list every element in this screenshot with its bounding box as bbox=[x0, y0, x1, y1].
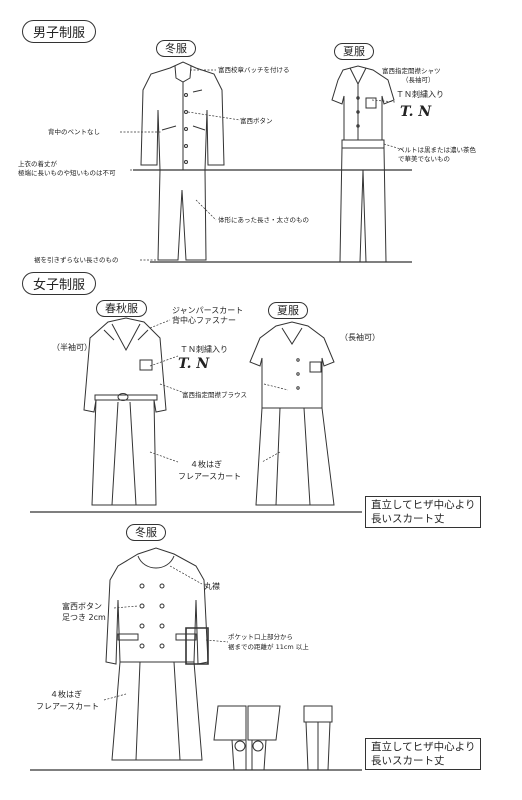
jacket-length-note-1: 上衣の着丈が bbox=[18, 160, 57, 168]
women-monogram: T. N bbox=[178, 356, 210, 372]
men-monogram: T. N bbox=[400, 104, 432, 120]
girls-winter-skirt-drawing bbox=[112, 662, 202, 760]
skirt-length-rule-2-line2: 長いスカート丈 bbox=[371, 755, 445, 767]
women-winter-heading: 冬服 bbox=[126, 524, 166, 541]
men-winter-heading: 冬服 bbox=[156, 40, 196, 57]
boys-summer-pants-drawing bbox=[340, 140, 386, 262]
boys-winter-jacket-drawing bbox=[141, 62, 224, 170]
boys-winter-pants-drawing bbox=[158, 170, 206, 260]
men-uniform-title: 男子制服 bbox=[22, 20, 97, 43]
boys-summer-shirt-drawing bbox=[332, 66, 394, 140]
jacket-length-note-2: 極端に長いものや短いものは不可 bbox=[18, 169, 116, 177]
flare-skirt-note-1: ４枚はぎ bbox=[190, 460, 222, 469]
badge-note: 富西校章バッチを付ける bbox=[218, 66, 290, 74]
blouse-note: 富西指定開襟ブラウス bbox=[182, 391, 247, 399]
girls-summer-dress-drawing bbox=[250, 322, 334, 505]
long-sleeve-note: （長袖可） bbox=[340, 333, 380, 342]
men-summer-heading: 夏服 bbox=[334, 43, 374, 60]
shirt-note-2: （長袖可） bbox=[402, 76, 435, 84]
women-embroidery-note: ＴＮ刺繍入り bbox=[180, 345, 228, 354]
button-note: 富西ボタン bbox=[240, 117, 273, 125]
knee-length-diagram bbox=[214, 706, 332, 770]
men-embroidery-note: ＴＮ刺繍入り bbox=[396, 90, 444, 99]
skirt-length-rule-2-line1: 直立してヒザ中心より bbox=[371, 741, 476, 753]
skirt-length-rule-1-line2: 長いスカート丈 bbox=[371, 513, 445, 525]
jumper-note-2: 背中心ファスナー bbox=[172, 316, 236, 325]
round-collar-note: 丸襟 bbox=[204, 582, 220, 591]
pants-fit-note: 体形にあった長さ・太さのもの bbox=[218, 216, 309, 224]
girls-winter-jacket-drawing bbox=[106, 548, 208, 664]
belt-note-1: ベルトは黒または濃い茶色 bbox=[398, 146, 476, 154]
girls-jumper-drawing bbox=[84, 318, 166, 505]
hem-note: 裾を引きずらない長さのもの bbox=[34, 256, 119, 264]
flare-skirt-note-2: フレアースカート bbox=[178, 472, 242, 481]
women-summer-heading: 夏服 bbox=[268, 302, 308, 319]
pocket-note-1: ポケット口上部分から bbox=[228, 633, 293, 641]
belt-note-2: で華美でないもの bbox=[398, 155, 450, 163]
vent-note: 背中のベントなし bbox=[48, 128, 100, 136]
half-sleeve-note: （半袖可） bbox=[52, 343, 92, 352]
women-button-note-2: 足つき 2cm bbox=[62, 613, 106, 622]
women-spring-autumn-heading: 春秋服 bbox=[96, 300, 147, 317]
skirt-length-rule-2: 直立してヒザ中心より 長いスカート丈 bbox=[365, 738, 482, 770]
shirt-note-1: 富西指定開襟シャツ bbox=[382, 67, 441, 75]
winter-flare-skirt-note-1: ４枚はぎ bbox=[50, 690, 82, 699]
skirt-length-rule-1: 直立してヒザ中心より 長いスカート丈 bbox=[365, 496, 482, 528]
pocket-note-2: 裾までの距離が 11cm 以上 bbox=[228, 643, 309, 651]
jumper-note-1: ジャンパースカート bbox=[172, 306, 244, 315]
women-uniform-title: 女子制服 bbox=[22, 272, 97, 295]
skirt-length-rule-1-line1: 直立してヒザ中心より bbox=[371, 499, 476, 511]
women-button-note-1: 富西ボタン bbox=[62, 602, 102, 611]
winter-flare-skirt-note-2: フレアースカート bbox=[36, 702, 100, 711]
